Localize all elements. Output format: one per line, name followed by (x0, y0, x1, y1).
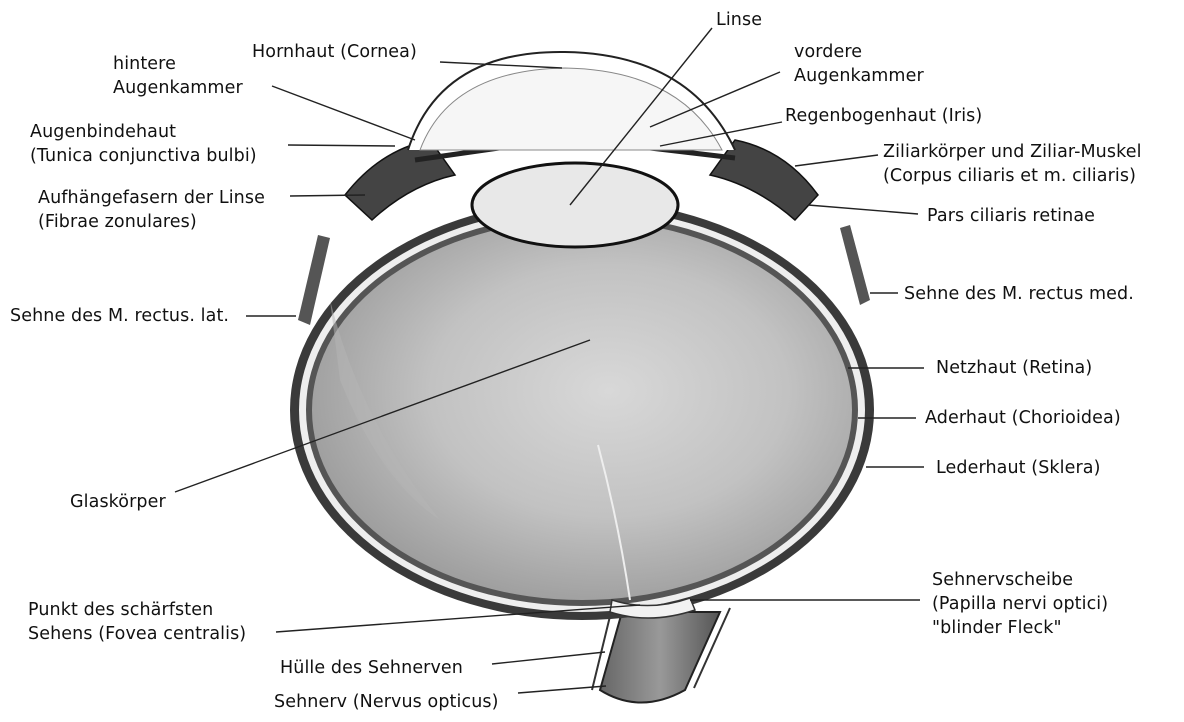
label-ziliarkoerper: Ziliarkörper und Ziliar-Muskel (Corpus c… (883, 140, 1142, 188)
label-netzhaut: Netzhaut (Retina) (936, 356, 1092, 380)
label-vordere-augenkammer: vordere Augenkammer (794, 40, 924, 88)
label-lederhaut: Lederhaut (Sklera) (936, 456, 1101, 480)
label-glaskoerper: Glaskörper (70, 490, 166, 514)
vitreous-body (312, 220, 852, 600)
tendon-medial (840, 225, 870, 305)
label-aufhaengefasern: Aufhängefasern der Linse (Fibrae zonular… (38, 186, 265, 234)
optic-nerve (600, 612, 720, 703)
label-rectus-lat: Sehne des M. rectus. lat. (10, 304, 229, 328)
label-rectus-med: Sehne des M. rectus med. (904, 282, 1134, 306)
ciliary-body-right (710, 140, 818, 220)
label-hornhaut: Hornhaut (Cornea) (252, 40, 417, 64)
label-sehnervscheibe: Sehnervscheibe (Papilla nervi optici) "b… (932, 568, 1108, 640)
label-linse: Linse (716, 8, 762, 32)
label-huelle: Hülle des Sehnerven (280, 656, 463, 680)
label-augenbindehaut: Augenbindehaut (Tunica conjunctiva bulbi… (30, 120, 257, 168)
ciliary-body-left (345, 140, 455, 220)
label-regenbogenhaut: Regenbogenhaut (Iris) (785, 104, 982, 128)
label-pars-ciliaris: Pars ciliaris retinae (927, 204, 1095, 228)
label-sehnerv: Sehnerv (Nervus opticus) (274, 690, 499, 714)
lens (472, 163, 678, 247)
label-fovea: Punkt des schärfsten Sehens (Fovea centr… (28, 598, 246, 646)
label-hintere-augenkammer: hintere Augenkammer (113, 52, 243, 100)
label-aderhaut: Aderhaut (Chorioidea) (925, 406, 1121, 430)
